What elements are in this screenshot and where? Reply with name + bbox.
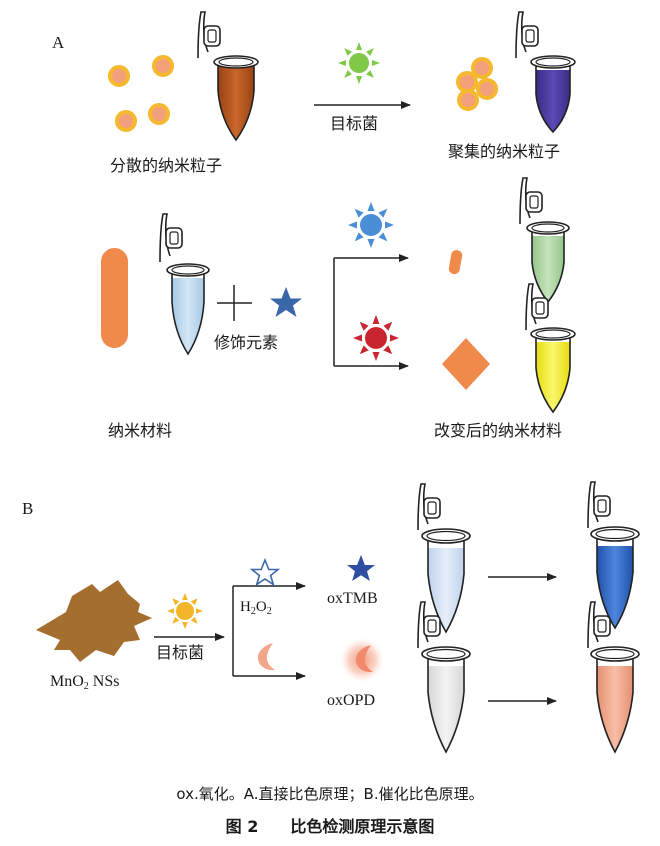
oxtmb-star-icon	[347, 555, 375, 581]
nanomaterial-label: 纳米材料	[108, 421, 173, 440]
nanoparticle	[115, 110, 137, 132]
nanoparticle	[476, 78, 498, 100]
mno2-nanosheet	[36, 580, 152, 662]
aggregated-nanoparticles	[456, 57, 498, 111]
plus-icon	[217, 285, 252, 321]
tmb-hollow-star-icon	[249, 557, 281, 587]
mno2-label: MnO2 NSs	[50, 673, 120, 692]
h2o2-h: H	[240, 599, 251, 615]
dispersed-nanoparticles	[108, 55, 174, 132]
modifier-element-label: 修饰元素	[214, 333, 279, 352]
mno2-suffix: NSs	[88, 673, 120, 690]
small-rod-material	[448, 250, 463, 275]
mno2-main: MnO	[50, 673, 84, 690]
h2o2-o: O	[255, 599, 267, 615]
oxopd-label: oxOPD	[327, 692, 376, 709]
tube-light-blue	[159, 213, 210, 356]
figure-note: ox.氧化。A.直接比色原理；B.催化比色原理。	[176, 785, 484, 803]
aggregated-nanoparticles-label: 聚集的纳米粒子	[448, 142, 561, 161]
nanoparticle	[457, 89, 479, 111]
tube-yellow	[525, 283, 576, 414]
diamond-material	[442, 338, 490, 390]
h2o2-sub2: 2	[266, 606, 272, 617]
dispersed-nanoparticles-label: 分散的纳米粒子	[110, 156, 223, 175]
mno2-subscript: 2	[83, 681, 89, 692]
branch-arrows-b	[232, 582, 306, 680]
figure-title: 图 2 比色检测原理示意图	[225, 817, 435, 836]
target-bacteria-label-b: 目标菌	[156, 643, 205, 662]
tube-brown	[197, 11, 259, 142]
nanoparticle	[471, 57, 493, 79]
changed-nanomaterial-label: 改变后的纳米材料	[434, 421, 563, 440]
opd-crescent-icon	[257, 643, 275, 671]
target-bacteria-yellow-icon	[167, 593, 203, 629]
target-bacteria-green-icon	[338, 42, 380, 84]
h2o2-sub1: 2	[250, 606, 256, 617]
branch-arrows-a	[333, 254, 409, 370]
tube-grey	[417, 601, 471, 754]
nanoparticle	[152, 55, 174, 77]
tube-blue	[587, 481, 640, 630]
tube-green	[519, 177, 570, 304]
oxtmb-label: oxTMB	[327, 590, 378, 607]
h2o2-label: H2O2	[240, 599, 272, 617]
oxopd-glow-crescent-icon	[340, 638, 384, 682]
target-bacteria-label-a: 目标菌	[330, 114, 379, 133]
nanomaterial-rod	[101, 248, 128, 348]
nanoparticle	[108, 65, 130, 87]
target-bacteria-red-icon	[353, 315, 399, 361]
nanoparticle	[456, 71, 478, 93]
panel-b-letter: B	[22, 499, 34, 518]
target-bacteria-blue-icon	[348, 202, 394, 248]
panel-a-letter: A	[52, 33, 65, 52]
tube-pale-blue	[417, 483, 471, 634]
nanoparticle	[148, 103, 170, 125]
tube-purple	[515, 11, 576, 134]
modifier-star-icon	[270, 287, 302, 317]
tube-salmon	[587, 601, 640, 754]
